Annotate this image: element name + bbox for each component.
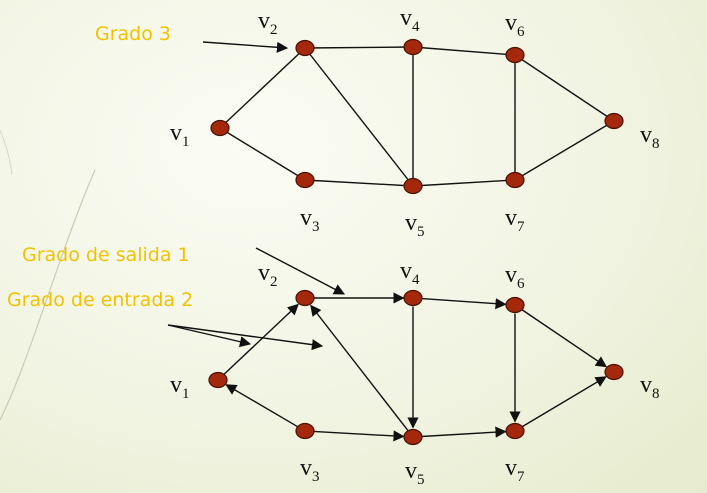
out-degree-annotation: Grado de salida 1 <box>22 244 190 266</box>
directed-edge-v7-v8 <box>521 376 607 428</box>
in-degree-pointer-arrow-2 <box>167 324 324 351</box>
vertex-label-v8: v8 <box>640 372 660 402</box>
vertex-v1 <box>210 119 230 137</box>
in-degree-annotation: Grado de entrada 2 <box>7 289 193 311</box>
edge-v6-v8 <box>514 54 615 122</box>
vertex-v5 <box>403 428 423 446</box>
directed-edge-v1-v2 <box>223 303 299 375</box>
degree-annotation: Grado 3 <box>95 23 171 45</box>
vertex-label-v6: v6 <box>505 10 525 40</box>
vertex-v8 <box>604 112 624 130</box>
edge-v1-v2 <box>219 47 306 129</box>
vertex-v6 <box>505 296 525 314</box>
vertex-v3 <box>295 422 315 440</box>
vertex-label-v5: v5 <box>405 458 425 488</box>
vertex-label-v4: v4 <box>400 258 420 288</box>
edge-v5-v7 <box>412 179 516 187</box>
vertex-label-v2: v2 <box>258 260 278 290</box>
in-degree-pointer-arrow-1 <box>167 324 252 348</box>
vertex-v2 <box>295 39 315 57</box>
vertex-label-v7: v7 <box>505 205 525 235</box>
vertex-v4 <box>403 38 423 56</box>
directed-edge-v4-v6 <box>421 297 507 310</box>
vertex-v6 <box>505 46 525 64</box>
directed-edge-v3-v5 <box>313 430 405 442</box>
vertex-label-v6: v6 <box>505 262 525 292</box>
vertex-label-v1: v1 <box>170 120 190 150</box>
vertex-label-v2: v2 <box>258 8 278 38</box>
undirected-graph: v1 v2 v3 v4 v5 v6 v7 v8 <box>170 5 660 240</box>
directed-edge-v5-v7 <box>421 426 507 438</box>
directed-edge-v3-v1 <box>225 384 299 428</box>
vertex-v2 <box>295 289 315 307</box>
vertex-v8 <box>604 363 624 381</box>
vertex-v7 <box>505 422 525 440</box>
directed-edge-v5-v2 <box>310 304 409 431</box>
vertex-v7 <box>505 171 525 189</box>
edge-v1-v3 <box>219 127 306 181</box>
vertex-label-v3: v3 <box>300 455 320 485</box>
decorative-curve-small <box>0 129 13 176</box>
vertex-label-v8: v8 <box>640 122 660 152</box>
edge-v2-v4 <box>304 46 414 49</box>
edge-v3-v5 <box>304 179 414 187</box>
vertex-label-v4: v4 <box>400 5 420 35</box>
vertex-label-v1: v1 <box>170 372 190 402</box>
edge-v7-v8 <box>514 120 615 181</box>
vertex-label-v5: v5 <box>405 210 425 240</box>
decorative-curve <box>0 169 96 421</box>
vertex-v4 <box>403 289 423 307</box>
directed-graph: v1 v2 v3 v4 v5 v6 v7 v8 <box>170 258 660 488</box>
edge-v4-v6 <box>412 46 516 56</box>
vertex-v3 <box>295 171 315 189</box>
vertex-v1 <box>208 371 228 389</box>
directed-edge-v6-v8 <box>521 309 608 368</box>
degree-pointer-arrow <box>202 41 289 53</box>
edge-v2-v5 <box>304 47 414 187</box>
out-degree-pointer-arrow <box>255 247 345 295</box>
vertex-v5 <box>403 177 423 195</box>
vertex-label-v7: v7 <box>505 455 525 485</box>
vertex-label-v3: v3 <box>300 205 320 235</box>
